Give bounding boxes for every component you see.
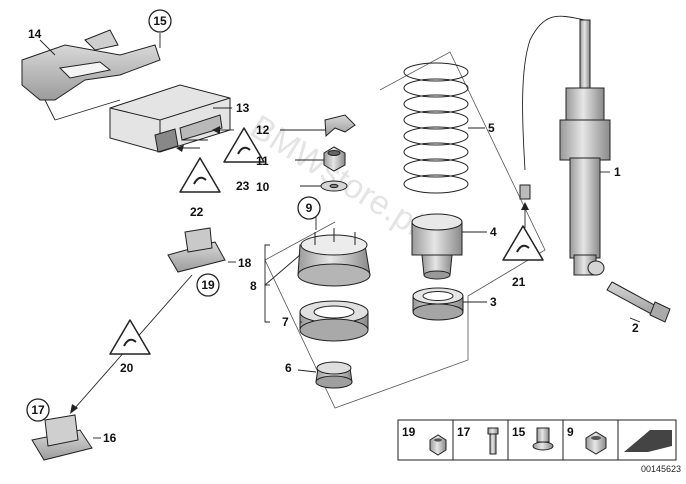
callout-8: 8: [250, 279, 257, 293]
circled-callout: 19: [196, 273, 220, 297]
callout-18: 18: [238, 256, 252, 270]
parts-legend: 19 17 15 9: [397, 419, 677, 461]
callout-11: 11: [256, 154, 269, 168]
callout-20: 20: [120, 361, 134, 375]
warning-triangle-icon: [502, 225, 544, 261]
hex-bolt: [606, 281, 671, 323]
callout-13: 13: [236, 101, 250, 115]
callout-19: 19: [201, 278, 215, 292]
sensor-bracket: [31, 414, 93, 461]
callout-16: 16: [103, 431, 117, 445]
warning-triangle-icon: [179, 157, 221, 193]
legend-label-17: 17: [457, 425, 471, 439]
washer: [320, 180, 348, 192]
spring-pad: [411, 213, 463, 280]
callout-21: 21: [512, 275, 526, 289]
callout-1: 1: [614, 165, 621, 179]
callout-3: 3: [490, 295, 497, 309]
callout-5: 5: [488, 121, 495, 135]
callout-2: 2: [632, 321, 639, 335]
warning-triangle-icon: [109, 319, 151, 355]
stop-buffer: [315, 361, 353, 389]
image-code: 00145623: [641, 464, 681, 474]
control-unit: [109, 84, 231, 153]
support-bearing: [297, 228, 371, 287]
lower-spring-seat: [412, 287, 464, 321]
self-locking-nut: [323, 146, 346, 172]
legend-label-15: 15: [512, 425, 526, 439]
bolt-icon: [487, 427, 499, 455]
direction-arrow-icon: [624, 430, 672, 452]
callout-15: 15: [153, 14, 167, 28]
callout-10: 10: [256, 180, 270, 194]
height-sensor: [167, 227, 226, 273]
rubber-mount: [299, 300, 369, 342]
legend-label-9: 9: [567, 425, 574, 439]
legend-label-19: 19: [402, 425, 416, 439]
callout-23: 23: [236, 179, 250, 193]
callout-22: 22: [190, 205, 204, 219]
callout-12: 12: [256, 123, 270, 137]
hex-nut-icon: [429, 434, 447, 456]
collar-nut-icon: [585, 431, 607, 455]
callout-17: 17: [31, 403, 45, 417]
clip-part: [324, 114, 356, 138]
flange-nut-icon: [532, 427, 554, 451]
callout-7: 7: [282, 315, 289, 329]
circled-callout: 17: [26, 398, 50, 422]
mounting-bracket: [21, 29, 161, 121]
callout-6: 6: [285, 361, 292, 375]
callout-4: 4: [490, 225, 497, 239]
callout-14: 14: [28, 27, 42, 41]
shock-absorber: [519, 15, 611, 276]
callout-9: 9: [306, 201, 313, 215]
circled-callout: 9: [297, 196, 321, 220]
coil-spring: [403, 62, 469, 194]
warning-triangle-icon: [223, 127, 265, 163]
circled-callout: 15: [148, 9, 172, 33]
